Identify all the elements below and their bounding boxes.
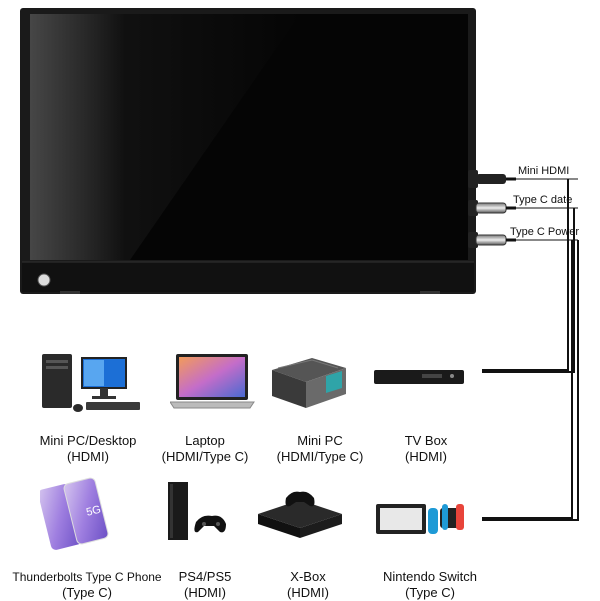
port-label-type-c-data: Type C date: [513, 194, 573, 206]
device-name: TV Box: [404, 433, 448, 448]
device-label-mini-pc: Mini PC (HDMI/Type C): [265, 433, 375, 465]
device-label-mini-pc-desktop: Mini PC/Desktop (HDMI): [28, 433, 148, 465]
device-label-tv-box: TV Box (HDMI): [376, 433, 476, 465]
device-label-ps4-ps5: PS4/PS5 (HDMI): [155, 569, 255, 601]
device-connection: (Type C): [405, 585, 455, 600]
mini-pc-icon: [268, 352, 350, 414]
port-label-type-c-power: Type C Power: [510, 226, 580, 238]
device-connection: (HDMI): [287, 585, 329, 600]
tv-box-icon: [372, 366, 466, 388]
xbox-icon: [254, 488, 346, 540]
device-connection: (HDMI): [184, 585, 226, 600]
device-connection: (HDMI): [67, 449, 109, 464]
phone-icon: 5G: [40, 476, 114, 552]
svg-text:5G: 5G: [85, 504, 102, 519]
device-connection: (Type C): [62, 585, 112, 600]
port-label-mini-hdmi: Mini HDMI: [518, 165, 570, 177]
device-label-thunderbolts-phone: Thunderbolts Type C Phone (Type C): [12, 569, 162, 601]
device-name: X-Box: [290, 569, 326, 584]
device-connection: (HDMI/Type C): [161, 449, 249, 464]
device-label-x-box: X-Box (HDMI): [258, 569, 358, 601]
device-connection: (HDMI): [405, 449, 447, 464]
nintendo-switch-icon: [374, 494, 466, 540]
device-name: Laptop: [185, 433, 225, 448]
device-name: Nintendo Switch: [383, 569, 477, 584]
device-name: Thunderbolts Type C Phone: [12, 570, 162, 584]
ps-console-icon: [162, 480, 228, 544]
device-name: Mini PC/Desktop: [39, 433, 137, 448]
device-name: Mini PC: [297, 433, 343, 448]
device-label-laptop: Laptop (HDMI/Type C): [150, 433, 260, 465]
device-label-nintendo-switch: Nintendo Switch (Type C): [370, 569, 490, 601]
laptop-icon: [170, 350, 256, 412]
device-name: PS4/PS5: [178, 569, 232, 584]
device-connection: (HDMI/Type C): [276, 449, 364, 464]
desktop-pc-icon: [38, 350, 144, 416]
